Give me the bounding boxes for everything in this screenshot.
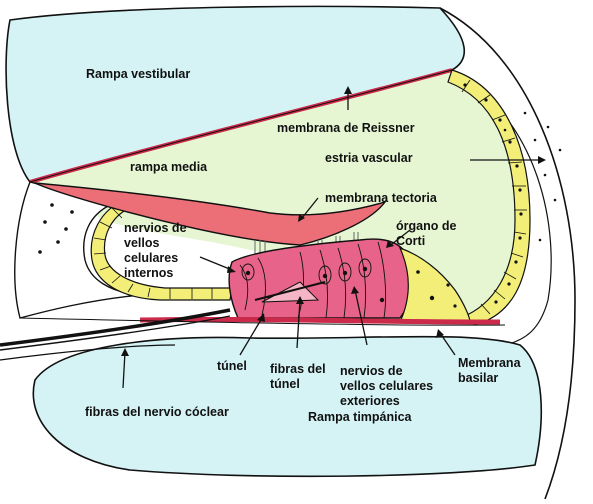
label-organo-corti-1: órgano de <box>396 219 456 233</box>
limbus-dots <box>38 203 74 254</box>
label-tunel: túnel <box>217 359 247 373</box>
label-nervios-internos-3: celulares <box>124 251 178 265</box>
label-membrana-basilar-2: basilar <box>458 371 498 385</box>
arrow-heads <box>121 86 546 356</box>
label-rampa-media: rampa media <box>130 160 208 174</box>
label-rampa-vestibular: Rampa vestibular <box>86 67 190 81</box>
label-nervios-exteriores-1: nervios de <box>340 364 403 378</box>
stria-nuclei <box>463 83 523 304</box>
label-rampa-timpanica: Rampa timpánica <box>308 410 413 424</box>
label-organo-corti-2: Corti <box>396 234 425 248</box>
leader-lines <box>122 92 540 389</box>
label-nervios-internos-2: vellos <box>124 236 159 250</box>
label-membrana-tectoria: membrana tectoria <box>325 191 438 205</box>
cochlear-nerve-fibres <box>0 308 231 347</box>
label-fibras-tunel-2: túnel <box>270 377 300 391</box>
ligament-dots <box>503 111 562 242</box>
label-fibras-tunel-1: fibras del <box>270 362 326 376</box>
inner-sulcus-cell-lines <box>93 207 213 299</box>
tunnel-fibres <box>254 281 326 301</box>
label-nervios-exteriores-2: vellos celulares <box>340 379 433 393</box>
label-nervios-internos-4: internos <box>124 266 173 280</box>
osseous-lamina <box>0 344 176 361</box>
diagram-labels: Rampa vestibular membrana de Reissner ra… <box>85 67 522 424</box>
rampa-timpanica-region <box>32 335 543 478</box>
label-fibras-nervio-coclear: fibras del nervio cóclear <box>85 405 229 419</box>
label-membrana-basilar-1: Membrana <box>458 356 522 370</box>
hensen-nuclei <box>416 270 457 308</box>
corti-cells <box>239 241 387 319</box>
label-membrana-reissner: membrana de Reissner <box>277 121 415 135</box>
stria-cells <box>461 79 527 315</box>
label-nervios-internos-1: nervios de <box>124 221 187 235</box>
label-nervios-exteriores-3: exteriores <box>340 394 400 408</box>
tectorial-membrane <box>34 182 387 246</box>
label-estria-vascular: estria vascular <box>325 151 413 165</box>
hensen-cells <box>398 246 471 323</box>
outer-wall-arc <box>439 7 576 500</box>
